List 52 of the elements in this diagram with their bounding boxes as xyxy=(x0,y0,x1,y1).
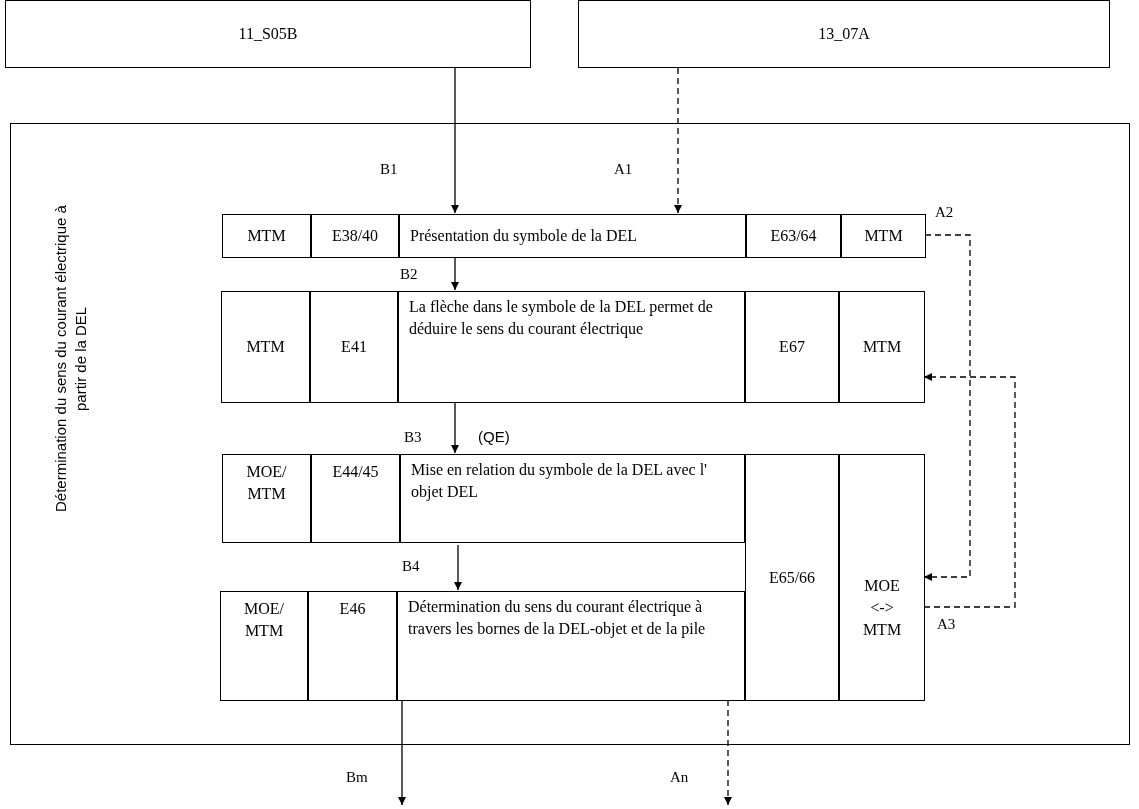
table-cell xyxy=(397,591,745,701)
table-cell xyxy=(745,291,839,403)
cell-text: E65/66 xyxy=(768,567,816,588)
cell-text: MTM xyxy=(246,337,285,357)
table-cell xyxy=(400,454,745,543)
table-cell xyxy=(839,291,925,403)
table-cell xyxy=(5,0,531,68)
cell-text: MTM xyxy=(247,226,286,246)
cell-text: 11_S05B xyxy=(238,24,298,44)
table-cell xyxy=(222,454,311,543)
cell-text: E63/64 xyxy=(770,226,817,246)
table-cell xyxy=(311,214,399,258)
table-cell xyxy=(311,454,400,543)
table-cell xyxy=(222,214,311,258)
cell-text: Présentation du symbole de la DEL xyxy=(410,226,638,247)
table-cell xyxy=(746,214,841,258)
cell-text: MTM xyxy=(864,226,903,246)
cell-text: La flèche dans le symbole de la DEL permet de déduire le sens du courant électrique xyxy=(409,297,714,340)
arrow xyxy=(398,699,406,806)
table-cell xyxy=(745,454,839,701)
cell-text: E46 xyxy=(339,599,366,619)
table-cell xyxy=(841,214,926,258)
cell-text: MOE <-> MTM xyxy=(861,575,903,640)
arrow xyxy=(454,544,462,591)
table-cell xyxy=(310,291,398,403)
table-cell xyxy=(220,591,308,701)
arrow xyxy=(451,67,459,214)
cell-text: MTM xyxy=(862,337,902,357)
arrow xyxy=(923,234,971,581)
table-cell xyxy=(399,214,746,258)
cell-text: 13_07A xyxy=(818,24,870,44)
cell-text: MOE/ MTM xyxy=(243,599,285,641)
arrow xyxy=(451,256,459,291)
table-cell xyxy=(398,291,745,403)
cell-text: Mise en relation du symbole de la DEL avec l' objet DEL xyxy=(411,460,708,503)
table-cell xyxy=(839,454,925,701)
arrow xyxy=(923,373,1016,608)
table-cell xyxy=(308,591,397,701)
note-label: (QE) xyxy=(478,428,510,446)
cell-text: E38/40 xyxy=(331,226,379,246)
cell-text: E67 xyxy=(779,337,805,357)
vertical-heading: Détermination du sens du courant électrique à partir de la DEL xyxy=(51,204,90,515)
table-cell xyxy=(221,291,310,403)
arrow xyxy=(674,67,682,214)
cell-text: Détermination du sens du courant électrique à travers les bornes de la DEL-objet et de la pile xyxy=(408,597,707,640)
arrow xyxy=(724,699,732,806)
cell-text: E44/45 xyxy=(332,462,379,482)
arrow xyxy=(451,401,459,454)
cell-text: E41 xyxy=(341,337,367,357)
group-frame xyxy=(10,123,1130,745)
table-cell xyxy=(578,0,1110,68)
cell-text: MOE/ MTM xyxy=(245,462,288,504)
